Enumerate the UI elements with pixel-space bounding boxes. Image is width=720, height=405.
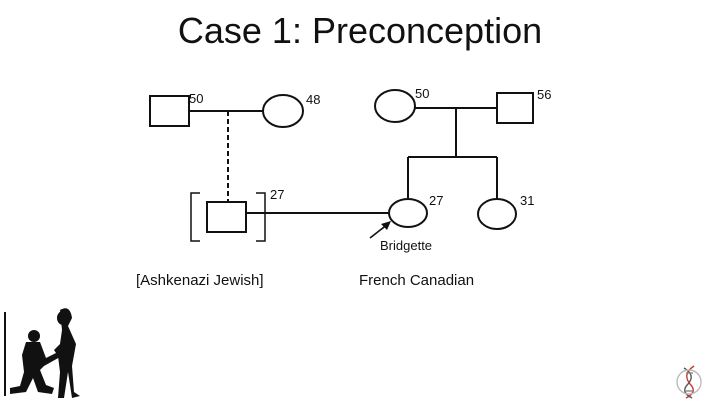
maternal-grandmother-age: 50 <box>415 86 430 101</box>
dna-helix-logo-icon <box>676 365 702 399</box>
proband-name: Bridgette <box>380 238 433 253</box>
maternal-grandfather-age: 56 <box>537 87 552 102</box>
sister-age: 31 <box>520 193 535 208</box>
maternal-grandfather-square <box>496 92 534 124</box>
sister-circle <box>477 198 517 230</box>
couple-proposal-silhouette-icon <box>4 308 80 398</box>
adoption-bracket-left <box>190 192 200 242</box>
paternal-grandfather-age: 50 <box>189 91 204 106</box>
maternal-ancestry-label: French Canadian <box>359 272 475 289</box>
paternal-ancestry-label: [Ashkenazi Jewish] <box>136 272 264 289</box>
bridgette-age: 27 <box>429 193 444 208</box>
partner-age: 27 <box>270 187 285 202</box>
partner-square <box>206 201 247 233</box>
adoption-bracket-right <box>256 192 266 242</box>
paternal-grandmother-circle <box>262 94 304 128</box>
paternal-grandmother-age: 48 <box>306 92 321 107</box>
bridgette-circle <box>388 198 428 228</box>
proband-arrowhead <box>381 221 391 230</box>
paternal-grandfather-square <box>149 95 190 127</box>
maternal-grandmother-circle <box>374 89 416 123</box>
slide-title: Case 1: Preconception <box>177 10 543 51</box>
